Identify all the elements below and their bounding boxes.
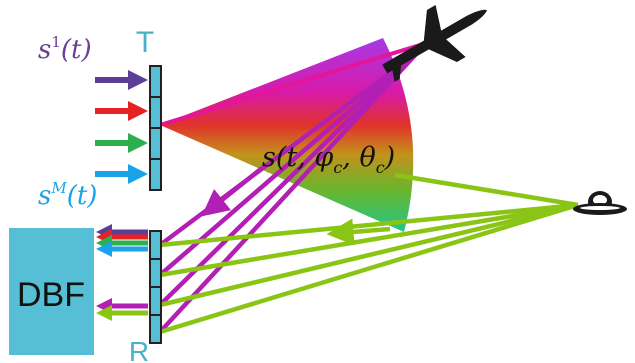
dbf-label: DBF xyxy=(17,276,85,314)
receive-array xyxy=(149,230,162,344)
dbf-block: DBF xyxy=(9,228,94,355)
input-arrow-4 xyxy=(95,164,148,184)
input-signal-arrows xyxy=(95,70,148,184)
airplane-echo-lines xyxy=(158,50,420,334)
receive-array-label: R xyxy=(129,336,149,363)
input-arrow-1 xyxy=(95,70,148,90)
output-arrow-4 xyxy=(96,241,148,257)
beam-signal-label: s(t, φc, θc) xyxy=(262,142,395,177)
input-arrow-3 xyxy=(95,133,148,153)
output-signal-arrows xyxy=(96,224,148,321)
transmit-beam xyxy=(159,38,421,232)
ufo-icon xyxy=(573,191,627,215)
transmit-array xyxy=(149,65,162,191)
first-signal-label: s1(t) xyxy=(38,33,92,65)
transmit-array-label: T xyxy=(136,26,154,59)
output-arrow-6 xyxy=(96,305,148,321)
ufo-echo-lines xyxy=(159,172,579,335)
last-signal-label: sM(t) xyxy=(38,179,97,211)
airplane-icon xyxy=(382,5,487,82)
input-arrow-2 xyxy=(95,101,148,121)
